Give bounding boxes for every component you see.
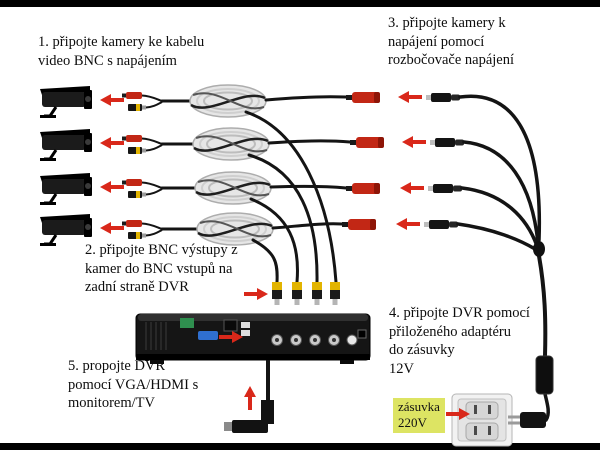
camera-pigtail-connectors (121, 178, 163, 199)
coil-to-power-cables (264, 95, 352, 230)
step-3-label: 3. připojte kamery k napájení pomocí roz… (388, 15, 514, 69)
red-power-connector (350, 137, 384, 148)
power-splitter-cable (456, 94, 550, 422)
power-connect-arrow-icon (396, 218, 420, 230)
splitter-dc-plug (426, 93, 460, 102)
power-connect-arrow-icon (400, 182, 424, 194)
dvr-vent-grill (145, 322, 167, 350)
bnc-plug (292, 282, 302, 305)
top-black-bar (0, 0, 600, 7)
splitter-junction (533, 241, 545, 257)
splitter-dc-plug (424, 220, 458, 229)
dvr-power-port (357, 329, 367, 339)
camera-pigtail-connectors (121, 219, 163, 240)
bnc-plug (330, 282, 340, 305)
dvr (135, 313, 371, 364)
pigtail-to-coil-cables (160, 99, 200, 231)
vga-connect-arrow-icon (244, 386, 256, 410)
dvr-vga-port (198, 331, 218, 340)
red-power-connector (346, 183, 380, 194)
red-power-connector (346, 92, 380, 103)
dvr-usb-port (241, 330, 250, 336)
dvr-audio-port (346, 334, 358, 346)
mains-plug (508, 412, 546, 428)
power-connect-arrow-icon (402, 136, 426, 148)
step-2-label: 2. připojte BNC výstupy z kamer do BNC v… (85, 242, 238, 296)
camera-pigtail-connectors (121, 134, 163, 155)
splitter-dc-plug (428, 184, 462, 193)
dvr-bnc-inputs (271, 334, 340, 346)
camera-icon (38, 84, 94, 120)
camera-icon (38, 127, 94, 163)
camera-connect-arrow-icon (100, 94, 124, 106)
bnc-plug (312, 282, 322, 305)
vga-cable (224, 360, 274, 433)
camera-connect-arrow-icon (100, 222, 124, 234)
bnc-plug (272, 282, 282, 305)
camera-connect-arrow-icon (100, 137, 124, 149)
coiled-cable (193, 170, 273, 206)
outlet-label: zásuvka 220V (393, 398, 445, 433)
power-connect-arrow-icon (398, 91, 422, 103)
step-1-label: 1. připojte kamery ke kabelu video BNC s… (38, 34, 205, 69)
camera-icon (38, 171, 94, 207)
bottom-black-bar (0, 443, 600, 450)
coiled-cable (191, 126, 271, 162)
splitter-dc-plug (430, 138, 464, 147)
camera-connect-arrow-icon (100, 181, 124, 193)
step-4-label: 4. připojte DVR pomocí přiloženého adapt… (389, 305, 530, 377)
step-5-label: 5. propojte DVR pomocí VGA/HDMI s monito… (68, 358, 199, 412)
wall-outlet (451, 393, 513, 447)
coil-to-dvr-cables (244, 110, 338, 284)
red-power-connector (342, 219, 376, 230)
dvr-hdmi-port (223, 319, 238, 332)
coiled-cable (188, 83, 268, 119)
power-adapter-brick (535, 355, 554, 395)
dvr-usb-port (241, 322, 250, 328)
camera-pigtail-connectors (121, 91, 163, 112)
bnc-input-arrow-icon (244, 288, 268, 300)
dvr-ethernet-port (180, 318, 194, 328)
